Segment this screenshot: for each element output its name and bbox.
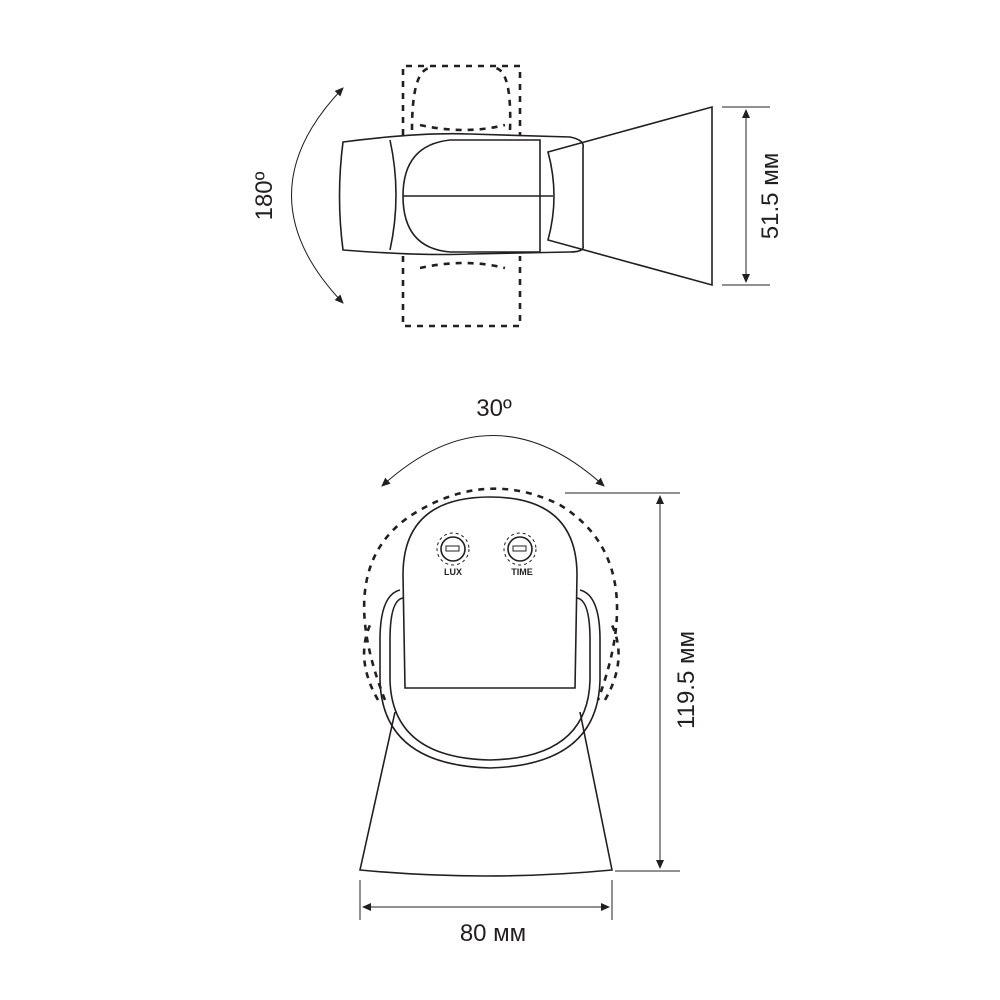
- dome: [402, 139, 541, 253]
- front-view: 30º LUX TIME 119.5 мм 80 мм: [359, 395, 700, 947]
- tilt-range-dashed-inner: [362, 624, 620, 701]
- alt-position-top-dashed: [401, 64, 522, 135]
- rotation-label: 180º: [251, 171, 278, 220]
- body-outline: [338, 132, 585, 256]
- sensor-head: [402, 496, 578, 689]
- mount-cone: [547, 105, 713, 287]
- body-front-cap: [389, 139, 397, 251]
- bracket-outer: [379, 589, 601, 769]
- top-height-label: 51.5 мм: [757, 153, 784, 239]
- time-label: TIME: [511, 567, 533, 577]
- front-height-label: 119.5 мм: [673, 631, 700, 729]
- lux-knob[interactable]: LUX: [436, 532, 470, 577]
- tilt-arrow: [381, 435, 605, 487]
- tilt-range-dashed: [362, 487, 619, 701]
- width-label: 80 мм: [460, 920, 526, 947]
- base: [359, 711, 613, 877]
- lux-label: LUX: [444, 567, 462, 577]
- bracket-inner: [389, 597, 591, 761]
- top-view: 180º 51.5 мм: [251, 64, 784, 328]
- time-knob[interactable]: TIME: [503, 532, 537, 577]
- alt-position-bottom-dashed: [401, 256, 522, 328]
- rotation-arrow: [291, 87, 344, 304]
- tilt-label: 30º: [476, 395, 512, 422]
